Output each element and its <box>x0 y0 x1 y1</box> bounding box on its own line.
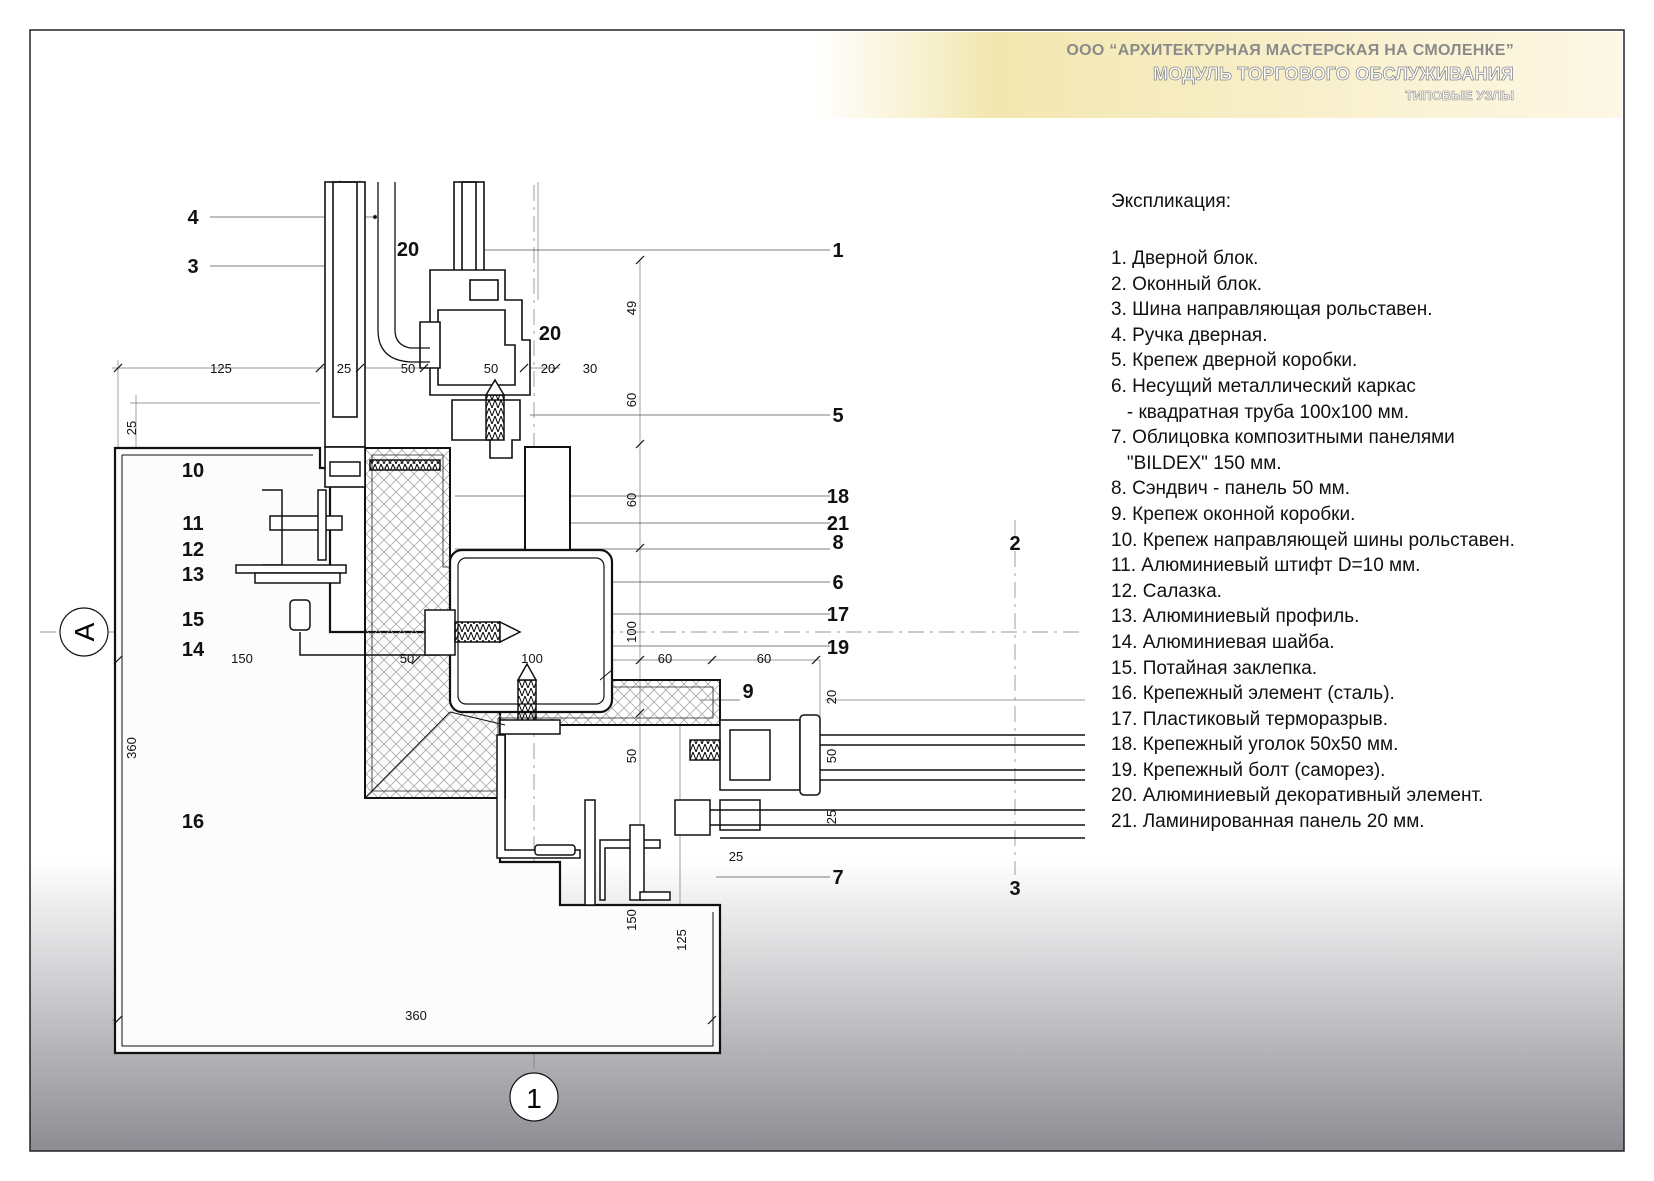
legend-item: 11. Алюминиевый штифт D=10 мм. <box>1111 555 1421 577</box>
door-block <box>419 181 531 459</box>
callout-19: 19 <box>827 637 849 659</box>
axis-label-1: 1 <box>526 1083 542 1114</box>
callout-17: 17 <box>827 604 849 626</box>
axis-label-a: A <box>69 622 100 641</box>
callout-6: 6 <box>832 572 843 594</box>
dim-100-vert: 100 <box>624 621 639 643</box>
dim-150-mid: 150 <box>231 651 253 666</box>
legend-item: 18. Крепежный уголок 50x50 мм. <box>1111 734 1399 756</box>
legend-item: 10. Крепеж направляющей шины рольставен. <box>1111 529 1515 551</box>
legend-item: 13. Алюминиевый профиль. <box>1111 606 1360 628</box>
legend-item: 14. Алюминиевая шайба. <box>1111 631 1335 653</box>
legend-item: - квадратная труба 100x100 мм. <box>1111 401 1409 423</box>
legend-item: 9. Крепеж оконной коробки. <box>1111 503 1356 525</box>
callout-21: 21 <box>827 513 849 535</box>
dim-50-top-b: 50 <box>484 361 498 376</box>
explication-legend: Экспликация: 1. Дверной блок. 2. Оконный… <box>1111 190 1515 835</box>
window-block <box>674 714 1085 839</box>
dim-25-top: 25 <box>337 361 351 376</box>
callout-12: 12 <box>182 539 204 561</box>
laminated-panel <box>524 446 571 558</box>
legend-item: 17. Пластиковый терморазрыв. <box>1111 708 1389 730</box>
legend-item: 1. Дверной блок. <box>1111 248 1259 269</box>
legend-item: 15. Потайная заклепка. <box>1111 657 1318 679</box>
dim-25-vert-right: 25 <box>824 810 839 824</box>
dim-60-vert-a: 60 <box>624 393 639 407</box>
callout-20-mid: 20 <box>539 323 561 345</box>
dim-25-right-bottom: 25 <box>729 849 743 864</box>
callout-16: 16 <box>182 811 204 833</box>
dim-60-vert-b: 60 <box>624 493 639 507</box>
dim-25-left-vert: 25 <box>124 421 139 435</box>
callout-3-right: 3 <box>1009 878 1020 900</box>
callout-14: 14 <box>182 639 205 661</box>
dim-50-top-a: 50 <box>401 361 415 376</box>
dim-20-vert-right: 20 <box>824 690 839 704</box>
legend-list: 1. Дверной блок. 2. Оконный блок. 3. Шин… <box>1111 246 1515 835</box>
company-name: ООО “АРХИТЕКТУРНАЯ МАСТЕРСКАЯ НА СМОЛЕНК… <box>1066 42 1514 59</box>
dim-50-mid: 50 <box>400 651 414 666</box>
callout-2: 2 <box>1009 533 1020 555</box>
callout-7: 7 <box>832 867 843 889</box>
dim-100-mid: 100 <box>521 651 543 666</box>
tube-bolts <box>424 378 561 735</box>
callout-18: 18 <box>827 486 849 508</box>
legend-item: 2. Оконный блок. <box>1111 273 1263 295</box>
dim-50-vert: 50 <box>624 749 639 763</box>
legend-item: 6. Несущий металлический каркас <box>1111 375 1416 397</box>
dim-60-mid-a: 60 <box>658 651 672 666</box>
callout-8: 8 <box>832 532 843 554</box>
legend-item: "BILDEX" 150 мм. <box>1111 452 1282 474</box>
axis-bubble-1 <box>509 1072 559 1122</box>
dim-125-top: 125 <box>210 361 232 376</box>
legend-item: 20. Алюминиевый декоративный элемент. <box>1111 785 1484 807</box>
dim-360-left-vert: 360 <box>124 737 139 759</box>
steel-bracket <box>496 734 671 906</box>
callout-20-top: 20 <box>397 239 419 261</box>
title-block-background <box>815 32 1622 118</box>
legend-item: 7. Облицовка композитными панелями <box>1111 427 1455 449</box>
dim-150-vert: 150 <box>624 909 639 931</box>
callout-9: 9 <box>742 681 753 703</box>
dim-30-top: 30 <box>583 361 597 376</box>
legend-item: 19. Крепежный болт (саморез). <box>1111 759 1386 781</box>
dim-20-top: 20 <box>541 361 555 376</box>
legend-item: 5. Крепеж дверной коробки. <box>1111 350 1358 372</box>
guide-fastening <box>235 459 441 656</box>
callout-5: 5 <box>832 405 843 427</box>
legend-item: 21. Ламинированная панель 20 мм. <box>1111 811 1425 833</box>
legend-item: 16. Крепежный элемент (сталь). <box>1111 683 1395 705</box>
callout-4: 4 <box>187 207 199 229</box>
callout-10: 10 <box>182 460 204 482</box>
axis-bubble-a <box>59 607 109 657</box>
callout-11: 11 <box>182 513 203 535</box>
callout-1: 1 <box>832 240 843 262</box>
dim-49-vert: 49 <box>624 301 639 315</box>
dim-360-bottom: 360 <box>405 1008 427 1023</box>
project-title: МОДУЛЬ ТОРГОВОГО ОБСЛУЖИВАНИЯ <box>1153 64 1515 85</box>
callout-13: 13 <box>182 564 204 586</box>
dim-60-mid-b: 60 <box>757 651 771 666</box>
legend-title: Экспликация: <box>1111 191 1232 212</box>
callout-15: 15 <box>182 609 204 631</box>
sheet-subtitle: ТИПОВЫЕ УЗЛЫ <box>1405 88 1515 104</box>
legend-item: 4. Ручка дверная. <box>1111 324 1268 346</box>
dim-50-vert-right: 50 <box>824 749 839 763</box>
legend-item: 8. Сэндвич - панель 50 мм. <box>1111 478 1350 500</box>
dim-125-vert: 125 <box>674 929 689 951</box>
legend-item: 3. Шина направляющая рольставен. <box>1111 299 1433 321</box>
legend-item: 12. Салазка. <box>1111 580 1222 602</box>
shutter-guide <box>324 181 430 488</box>
callout-3-left: 3 <box>187 256 198 278</box>
